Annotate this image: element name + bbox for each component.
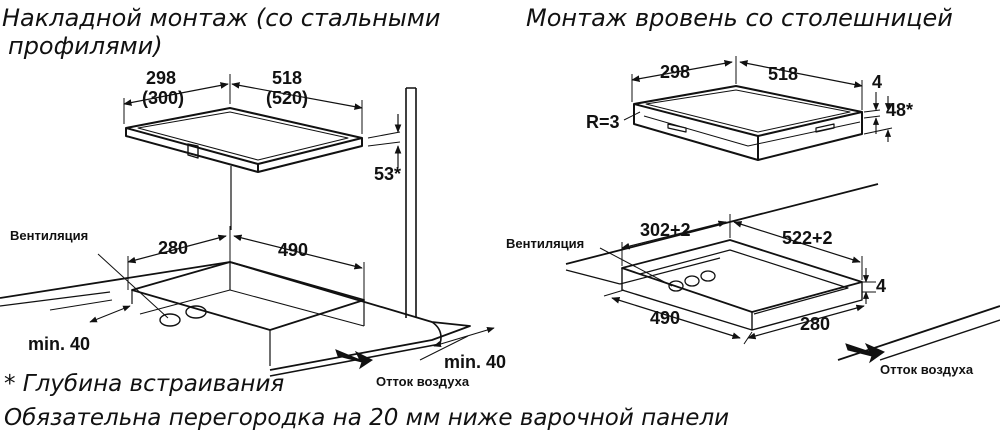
surface-width-b: 518	[272, 68, 303, 88]
flush-hob-body	[633, 104, 863, 161]
air-outlet-arrow-left	[335, 349, 373, 370]
partition-footnote: Обязательна перегородка на 20 мм ниже ва…	[4, 405, 730, 431]
surface-cutout-a: 280	[158, 238, 189, 258]
flush-inner-a: 490	[650, 308, 681, 328]
flush-depth: 48*	[886, 100, 914, 120]
flush-mount-heading: Монтаж вровень со столешницей	[526, 4, 953, 32]
surface-min-right: min. 40	[444, 352, 507, 372]
flush-width-b: 518	[768, 64, 799, 84]
flush-radius: R=3	[586, 112, 620, 132]
surface-min-left: min. 40	[28, 334, 91, 354]
air-outlet-arrow-right	[845, 342, 886, 364]
surface-mount-heading: Накладной монтаж (со стальными	[2, 4, 441, 32]
surface-width-a: 298	[146, 68, 177, 88]
flush-ventilation-label: Вентиляция	[506, 236, 585, 251]
steel-profile	[187, 143, 199, 159]
flush-cutout-inner	[639, 249, 849, 315]
flush-thickness: 4	[872, 72, 883, 92]
flush-cutout-a: 302+2	[640, 220, 691, 240]
surface-mount-heading-cont: профилями)	[8, 32, 163, 60]
depth-footnote: * Глубина встраивания	[4, 371, 285, 397]
flush-mount-drawing	[565, 56, 1000, 361]
hob-inner-glass	[137, 111, 349, 161]
flush-rebate: 4	[876, 276, 887, 296]
cabinet-wall	[405, 87, 417, 318]
worktop-left	[0, 261, 471, 371]
surface-cutout-b: 490	[278, 240, 309, 260]
flush-air-outlet-label: Отток воздуха	[880, 362, 974, 377]
surface-width-a-alt: (300)	[142, 88, 185, 108]
flush-width-a: 298	[660, 62, 691, 82]
hob-front-edge	[125, 128, 363, 173]
surface-mount-drawing	[0, 74, 495, 377]
surface-ventilation-label: Вентиляция	[10, 228, 89, 243]
surface-depth: 53*	[374, 164, 402, 184]
flush-cutout-b: 522+2	[782, 228, 833, 248]
surface-air-outlet-label: Отток воздуха	[376, 374, 470, 389]
surface-width-b-alt: (520)	[266, 88, 309, 108]
flush-inner-b: 280	[800, 314, 831, 334]
